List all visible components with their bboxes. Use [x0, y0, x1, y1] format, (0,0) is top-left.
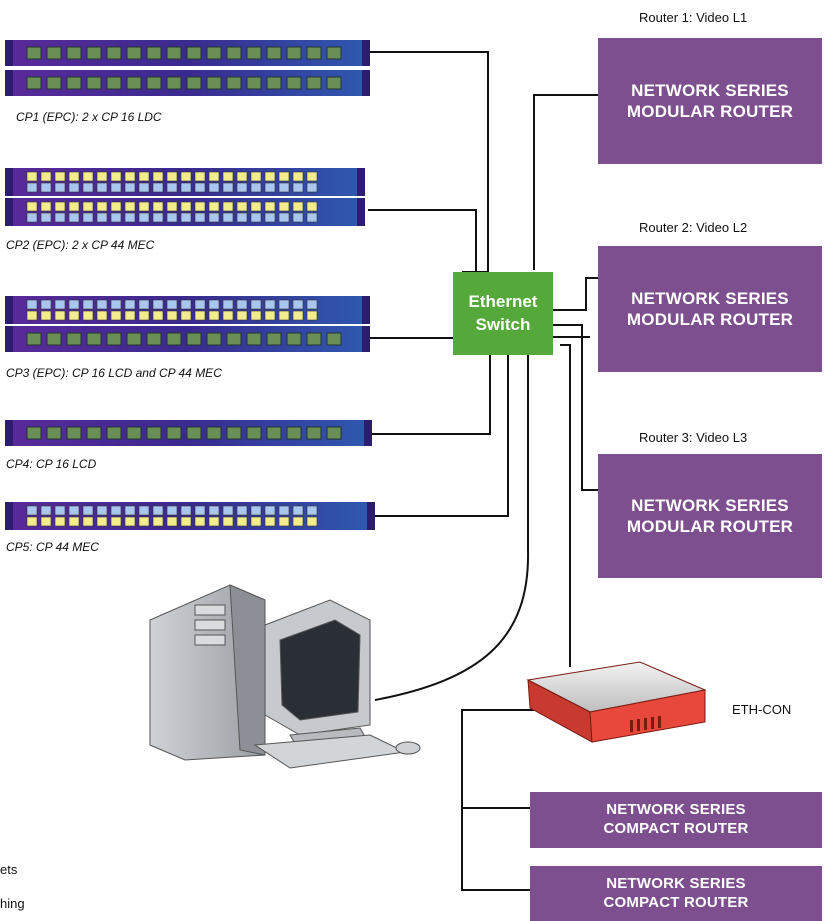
rack-panel [5, 198, 365, 226]
cp2-panel-group [5, 168, 365, 226]
rack-panel [5, 296, 370, 324]
cutoff-text-2: hing [0, 896, 25, 911]
panel-caption-cp2: CP2 (EPC): 2 x CP 44 MEC [6, 238, 155, 252]
router-title-2: Router 2: Video L2 [639, 220, 748, 235]
panel-caption-cp5: CP5: CP 44 MEC [6, 540, 99, 554]
router-title-3: Router 3: Video L3 [639, 430, 748, 445]
compact-line1: NETWORK SERIES [606, 801, 746, 819]
switch-label-line2: Switch [475, 314, 531, 334]
cp5-panel [5, 502, 375, 530]
compact-line2: COMPACT ROUTER [603, 820, 749, 837]
router-box-2: NETWORK SERIES MODULAR ROUTER [598, 246, 822, 372]
rack-panel [5, 168, 365, 196]
router-line1: NETWORK SERIES [631, 288, 789, 308]
cp1-panel-group [5, 40, 370, 96]
panel-caption-cp4: CP4: CP 16 LCD [6, 457, 97, 471]
router-line1: NETWORK SERIES [631, 495, 789, 515]
rack-panel [5, 326, 370, 352]
router-line2: MODULAR ROUTER [626, 310, 794, 329]
cutoff-text-1: ets [0, 862, 18, 877]
ethernet-switch: Ethernet Switch [453, 272, 553, 355]
router-line1: NETWORK SERIES [631, 80, 789, 100]
eth-con-device [526, 661, 707, 743]
router-line2: MODULAR ROUTER [626, 102, 794, 121]
switch-label-line1: Ethernet [468, 291, 538, 311]
panel-caption-cp1: CP1 (EPC): 2 x CP 16 LDC [16, 110, 162, 124]
compact-line1: NETWORK SERIES [606, 874, 746, 892]
router-line2: MODULAR ROUTER [626, 517, 794, 536]
cable-lines [368, 51, 598, 891]
panel-caption-cp3: CP3 (EPC): CP 16 LCD and CP 44 MEC [6, 366, 222, 380]
rack-panel [5, 40, 370, 66]
cp3-panel-group [5, 296, 370, 352]
computer-icon [149, 584, 421, 769]
rack-panel [5, 70, 370, 96]
eth-con-label: ETH-CON [732, 702, 792, 717]
router-box-1: NETWORK SERIES MODULAR ROUTER [598, 38, 822, 164]
cp4-panel [5, 420, 372, 446]
router-title-1: Router 1: Video L1 [639, 10, 748, 25]
compact-line2: COMPACT ROUTER [603, 893, 749, 911]
router-box-3: NETWORK SERIES MODULAR ROUTER [598, 454, 822, 578]
